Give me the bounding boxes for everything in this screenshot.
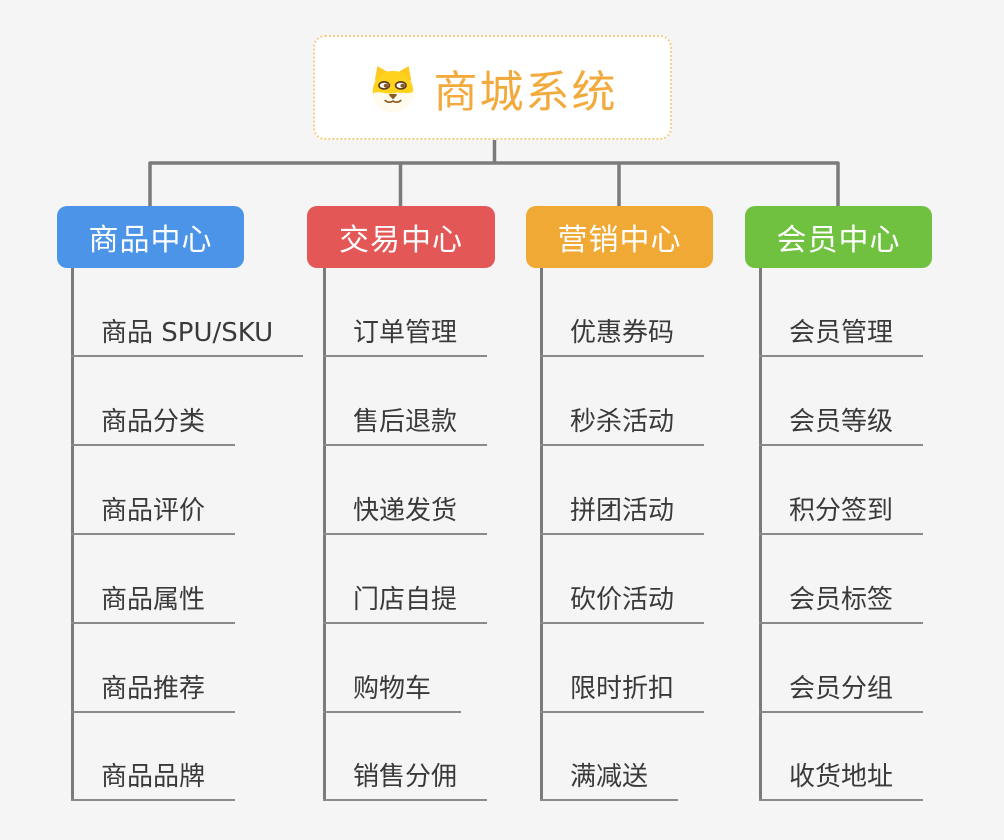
branch-label: 商品中心: [88, 223, 213, 258]
child-node[interactable]: 商品推荐: [71, 672, 236, 713]
child-node[interactable]: 秒杀活动: [540, 405, 705, 446]
branch-label: 营销中心: [557, 223, 682, 258]
child-node[interactable]: 订单管理: [323, 316, 488, 357]
child-node[interactable]: 销售分佣: [323, 760, 488, 801]
dog-face-icon: [368, 63, 418, 113]
child-node[interactable]: 商品分类: [71, 405, 236, 446]
branch-bus-line: [148, 161, 840, 206]
child-node[interactable]: 积分签到: [759, 494, 924, 535]
child-node[interactable]: 会员标签: [759, 583, 924, 624]
branch-label: 会员中心: [776, 223, 901, 258]
child-node[interactable]: 售后退款: [323, 405, 488, 446]
root-node[interactable]: 商城系统: [313, 35, 672, 140]
child-node[interactable]: 门店自提: [323, 583, 488, 624]
child-node[interactable]: 商品 SPU/SKU: [71, 316, 304, 357]
child-node[interactable]: 拼团活动: [540, 494, 705, 535]
child-node[interactable]: 商品属性: [71, 583, 236, 624]
child-node[interactable]: 砍价活动: [540, 583, 705, 624]
branch-node-product-center[interactable]: 商品中心: [57, 206, 244, 268]
child-node[interactable]: 优惠券码: [540, 316, 705, 357]
branch-label: 交易中心: [339, 223, 463, 258]
child-node[interactable]: 收货地址: [759, 760, 924, 801]
child-node[interactable]: 会员管理: [759, 316, 924, 357]
branch-node-trade-center[interactable]: 交易中心: [307, 206, 495, 268]
child-node[interactable]: 商品评价: [71, 494, 236, 535]
child-node[interactable]: 会员分组: [759, 672, 924, 713]
branch-node-member-center[interactable]: 会员中心: [745, 206, 932, 268]
branch-node-marketing-center[interactable]: 营销中心: [526, 206, 713, 268]
child-node[interactable]: 购物车: [323, 672, 462, 713]
child-node[interactable]: 会员等级: [759, 405, 924, 446]
child-node[interactable]: 限时折扣: [540, 672, 705, 713]
child-node[interactable]: 商品品牌: [71, 760, 236, 801]
root-node-label: 商城系统: [433, 66, 618, 118]
child-node[interactable]: 快递发货: [323, 494, 488, 535]
child-node[interactable]: 满减送: [540, 760, 679, 801]
